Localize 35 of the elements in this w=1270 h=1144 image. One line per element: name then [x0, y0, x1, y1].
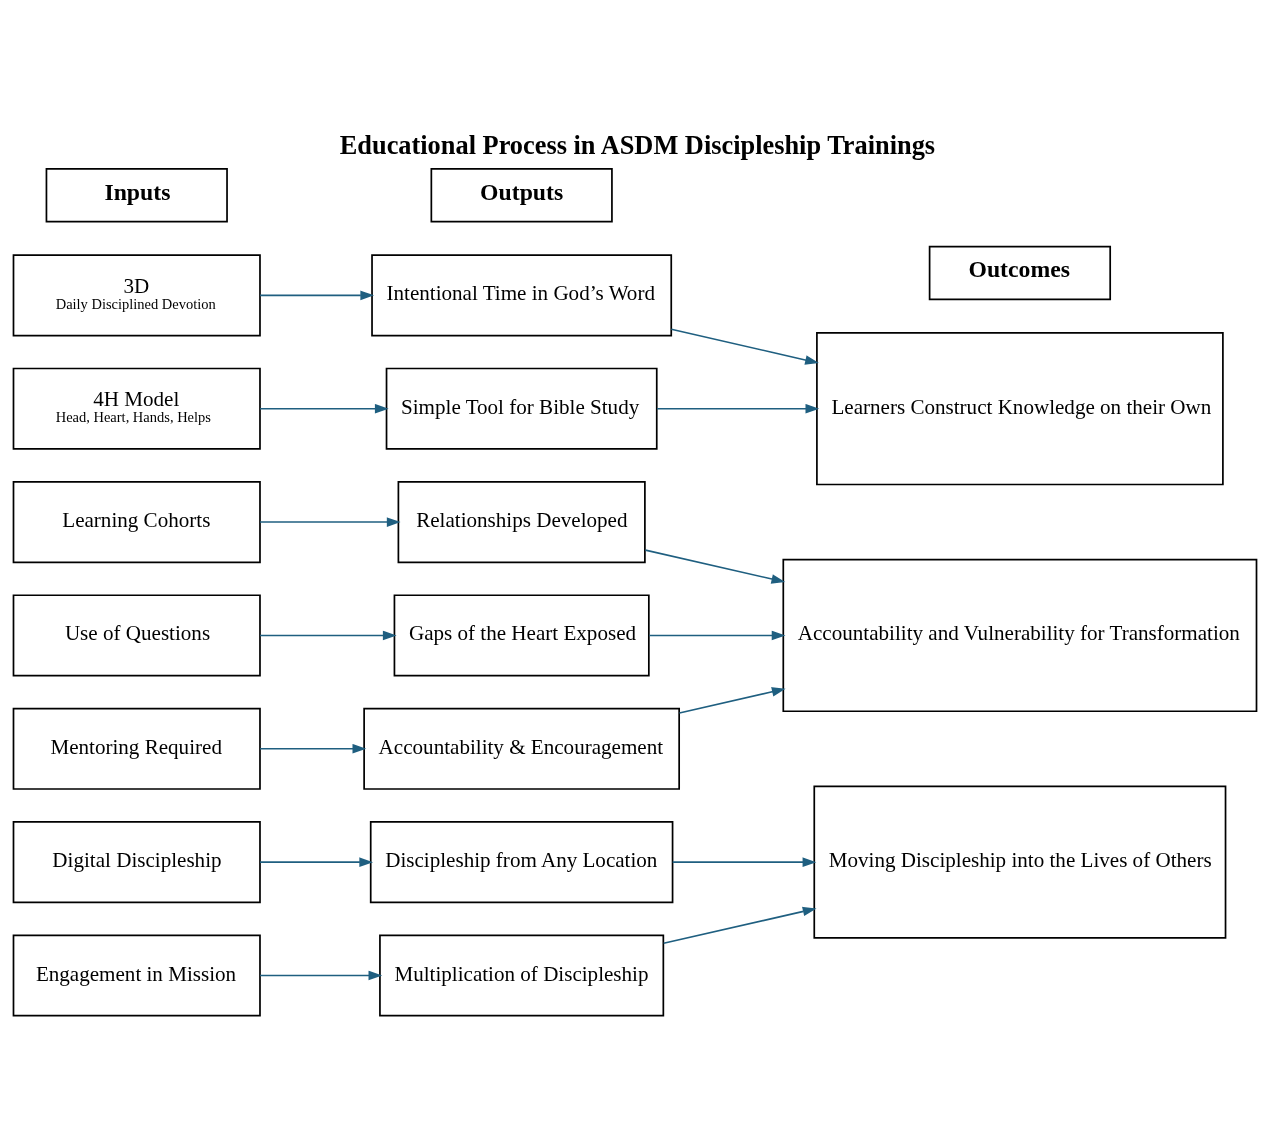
- node-box: Learners Construct Knowledge on their Own: [816, 331, 1224, 485]
- arrow: [259, 290, 375, 300]
- arrow: [259, 516, 401, 527]
- arrow: [644, 548, 786, 584]
- node-box: Outputs: [430, 167, 613, 222]
- node-box: Gaps of the Heart Exposed: [393, 593, 650, 676]
- node-box: Relationships Developed: [397, 480, 646, 563]
- arrow: [259, 856, 374, 867]
- arrow: [678, 686, 786, 714]
- node-box: Use of Questions: [12, 593, 261, 676]
- arrow: [656, 403, 820, 414]
- node-box: Engagement in Mission: [12, 933, 261, 1017]
- arrow: [259, 403, 389, 414]
- arrow: [648, 630, 786, 640]
- node-box: 3D Daily Disciplined Devotion: [12, 253, 261, 336]
- arrow: [671, 856, 817, 867]
- node-box: Discipleship from Any Location: [369, 820, 674, 903]
- arrow: [670, 328, 819, 365]
- node-box: Moving Discipleship into the Lives of Others: [813, 785, 1227, 939]
- arrow: [259, 970, 383, 980]
- arrow: [259, 743, 367, 754]
- node-box: Inputs: [45, 167, 228, 222]
- diagram-title: Educational Process in ASDM Discipleship Trainings: [339, 130, 936, 160]
- node-box: 4H Model Head, Heart, Hands, Helps: [12, 367, 261, 450]
- arrow: [259, 630, 397, 640]
- node-box: Multiplication of Discipleship: [379, 933, 665, 1017]
- node-box: Mentoring Required: [12, 707, 261, 790]
- node-box: Accountability and Vulnerability for Transformation: [782, 558, 1258, 712]
- node-box: Accountability & Encouragement: [363, 707, 680, 790]
- node-box: Simple Tool for Bible Study: [385, 367, 658, 450]
- node-box: Learning Cohorts: [12, 480, 261, 563]
- node-box: Outcomes: [928, 245, 1112, 300]
- node-box: Intentional Time in God’s Word: [371, 253, 673, 336]
- node-box: Digital Discipleship: [12, 820, 261, 903]
- arrow: [662, 906, 817, 944]
